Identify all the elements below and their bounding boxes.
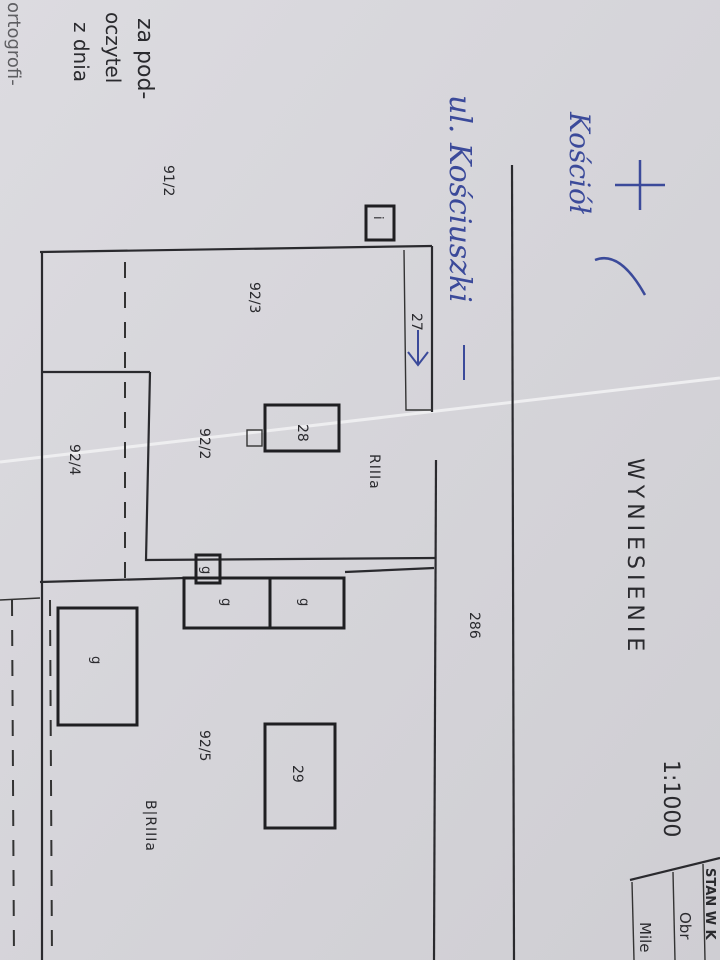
garage-small	[194, 553, 222, 585]
map-title: WYNIESIENIE	[622, 458, 647, 656]
land-class-label: RIIIa	[366, 454, 382, 490]
margin-text: z dnia	[69, 22, 93, 82]
legend-table	[629, 856, 720, 960]
parcel-label: 92/5	[196, 730, 212, 761]
parcel-label: 27	[408, 313, 424, 331]
garage-label: g	[198, 566, 213, 574]
parcel-boundaries	[0, 164, 516, 960]
landmark-label: Kościół	[563, 111, 596, 215]
building-29	[263, 722, 337, 830]
garage-label: g	[218, 598, 233, 606]
parcel-label: 91/2	[160, 165, 176, 196]
info-box-label: i	[370, 216, 385, 220]
garage-label: g	[296, 598, 311, 606]
parcel-label: 92/3	[246, 282, 262, 313]
building-label: 29	[289, 765, 305, 783]
map-scale: 1:1000	[658, 760, 683, 837]
parcel-label: 92/4	[66, 444, 82, 476]
paper-fold	[0, 376, 720, 464]
labels: WYNIESIENIE 1:1000 ul. Kościuszki Kośció…	[3, 2, 717, 953]
table-cell: Obr	[676, 912, 694, 940]
building-label: 28	[294, 424, 310, 442]
table-cell: Mile	[636, 922, 654, 953]
building-28	[263, 403, 341, 453]
garage-label: g	[88, 656, 103, 664]
table-header: STAN W K	[702, 868, 717, 941]
parcel-label: 92/2	[196, 428, 212, 459]
margin-text: ortogrofi-	[3, 2, 24, 86]
street-name: ul. Kościuszki	[442, 95, 477, 303]
building-porch	[246, 429, 263, 447]
margin-text: za pod-	[132, 18, 157, 99]
arrow-icon	[407, 330, 465, 380]
info-box	[364, 204, 396, 242]
church-cross-icon	[594, 160, 665, 296]
land-class-label: B|RIIIa	[142, 800, 158, 852]
parcel-label: 286	[466, 612, 482, 639]
margin-text: oczytel	[101, 12, 125, 83]
garage-pair	[182, 576, 346, 630]
garage-large	[56, 606, 139, 727]
buildings	[56, 204, 396, 830]
